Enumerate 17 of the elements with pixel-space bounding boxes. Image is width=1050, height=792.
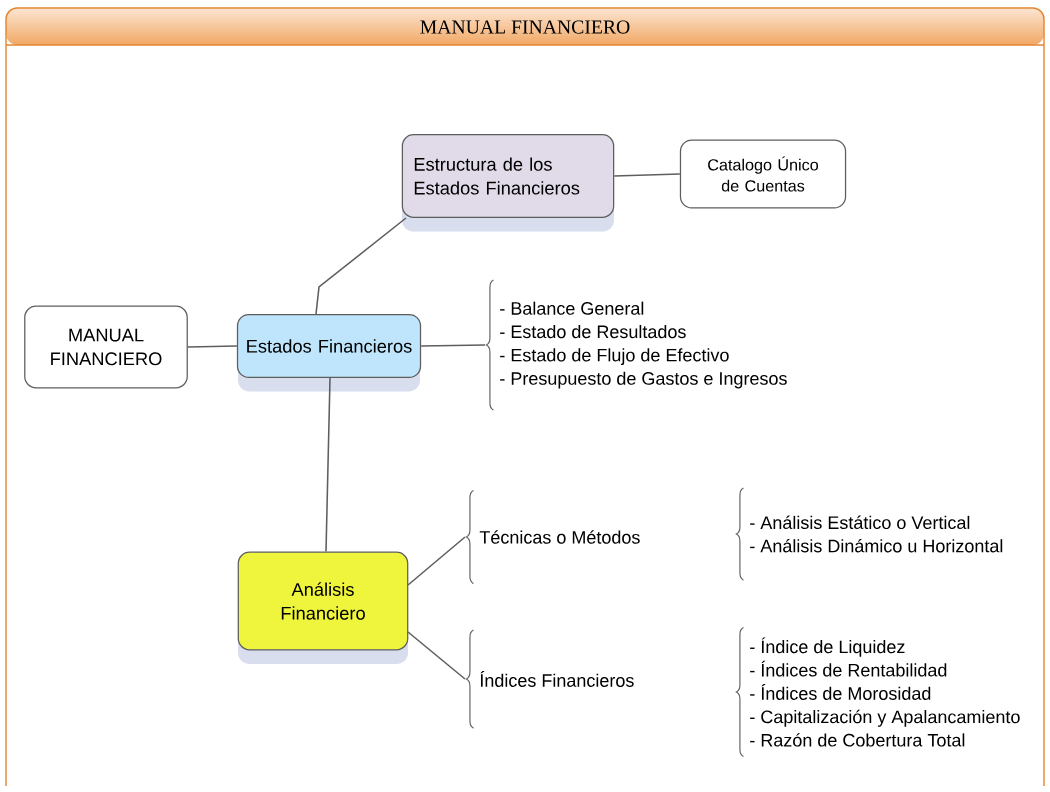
branch-label: Índices Financieros — [480, 671, 634, 687]
connector-line — [315, 217, 407, 315]
connector-line — [325, 377, 331, 553]
topic-box: MANUAL FINANCIERO — [24, 305, 188, 389]
topic-box: Catalogo Único de Cuentas — [679, 139, 847, 209]
connector-line — [420, 344, 486, 347]
topic-box: Estados Financieros — [236, 313, 422, 392]
topic-box: Análisis Financiero — [237, 551, 409, 664]
topic-box: Estructura de los Estados Financieros — [401, 134, 615, 232]
connector-line — [407, 631, 466, 680]
bullet-list: - Análisis Estático o Vertical - Análisis Dinámico u Horizontal — [750, 515, 1003, 553]
branch-label: Técnicas o Métodos — [479, 530, 640, 544]
connector-line — [407, 536, 466, 586]
connector-line — [613, 173, 681, 177]
connector-line — [187, 345, 238, 348]
bullet-list: - Balance General - Estado de Resultados - Estado de Flujo de Efectivo - Presupuesto de Gastos e Ingresos — [500, 301, 787, 389]
bullet-list: - Índice de Liquidez - Índices de Rentabilidad - Índices de Morosidad - Capitalización y Apalancamiento - Razón de Cobertura Total — [750, 637, 1020, 747]
